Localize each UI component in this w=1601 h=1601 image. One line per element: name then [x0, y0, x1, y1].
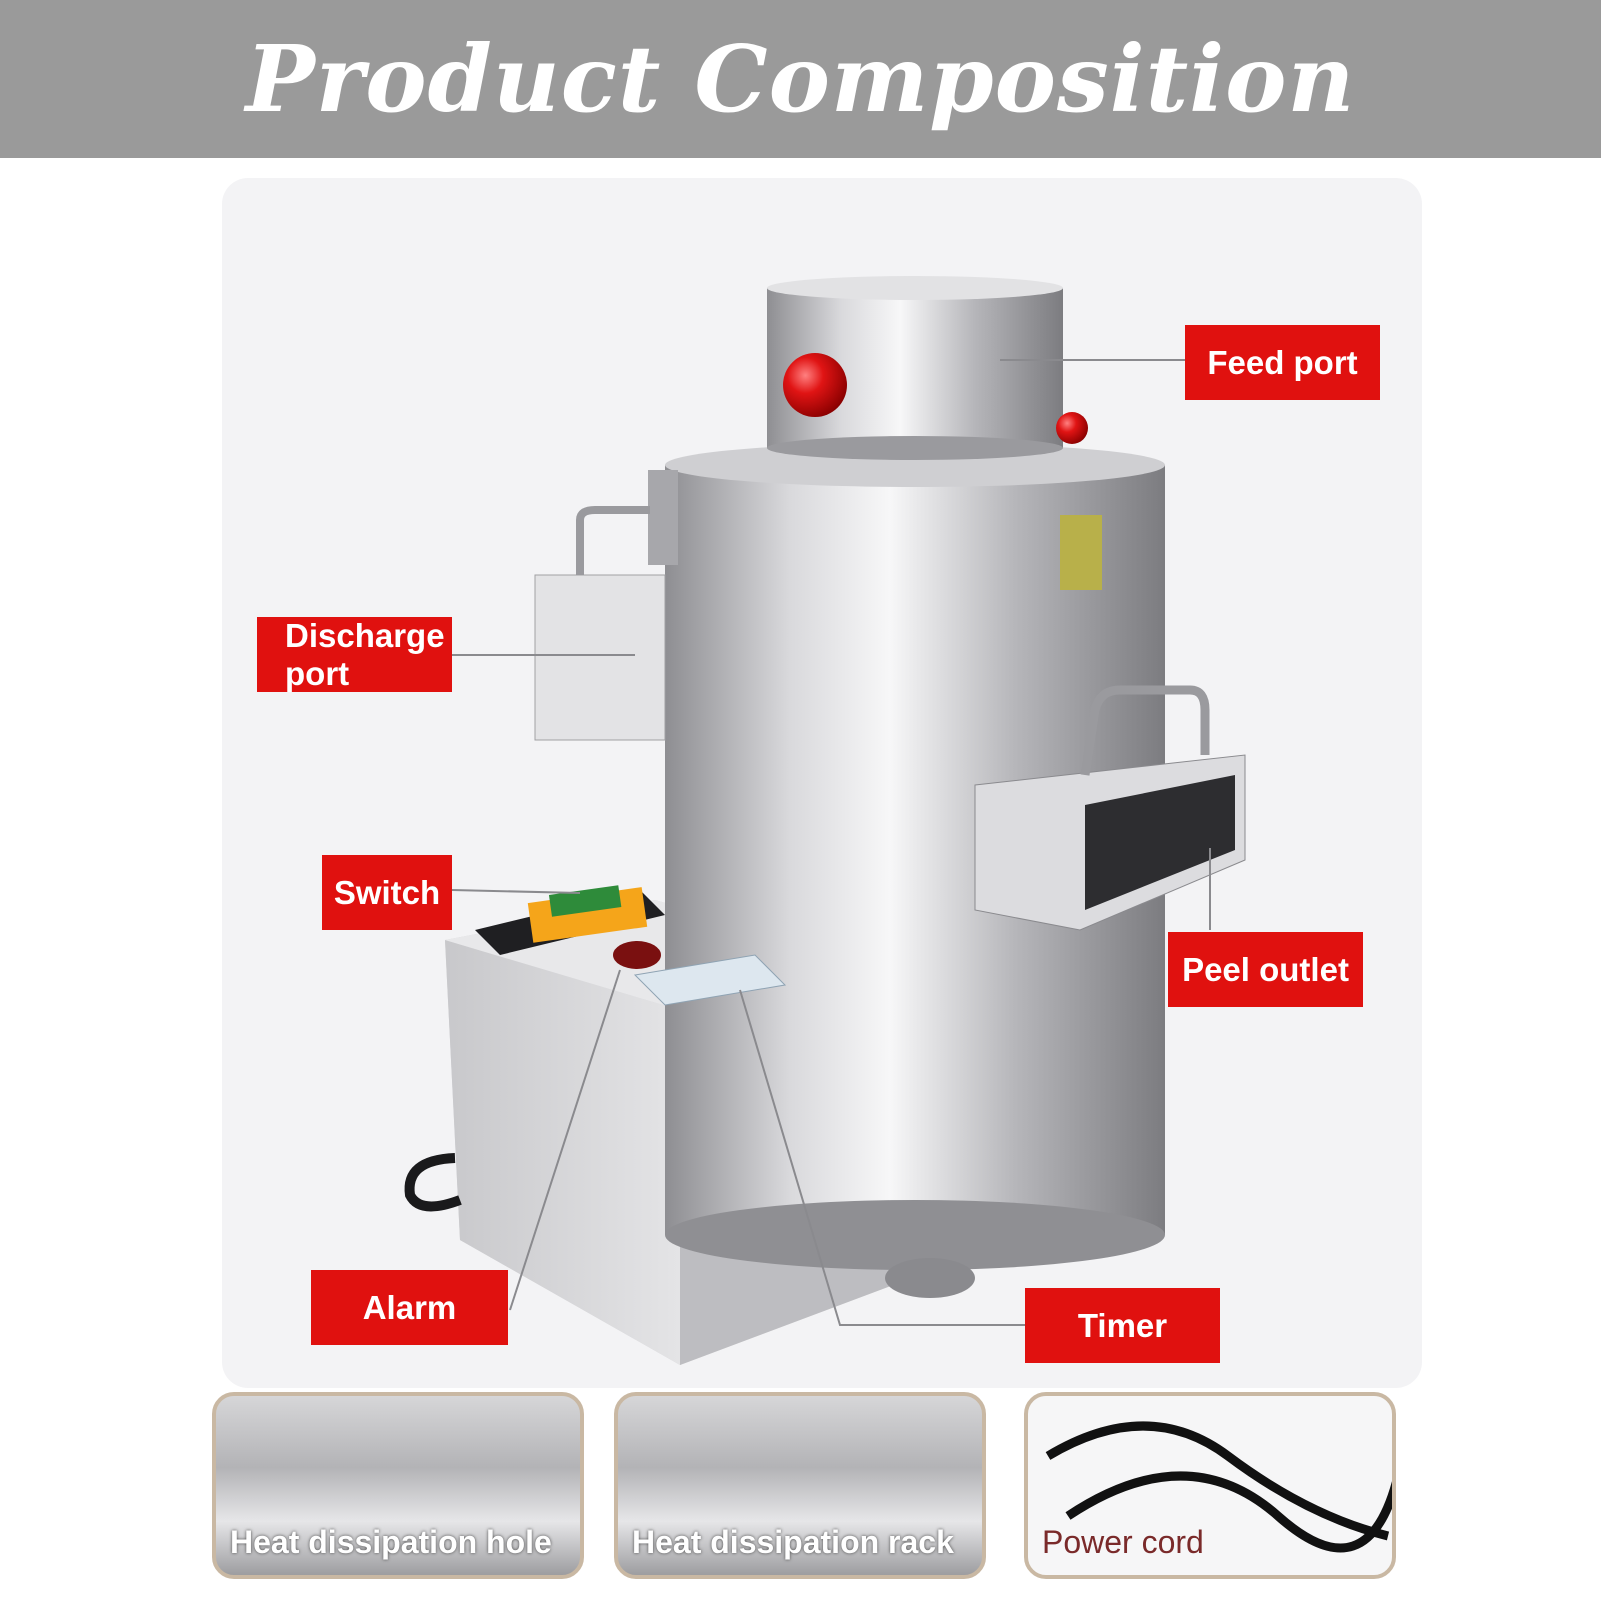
power-cord-icon [404, 1153, 462, 1212]
red-knob-icon [1056, 412, 1088, 444]
thumbnail-caption: Heat dissipation rack [632, 1524, 954, 1560]
thumbnail-heat-dissipation-rack: Heat dissipation rack [614, 1392, 986, 1579]
switch-label: Switch [322, 855, 452, 930]
feed-port-label: Feed port [1185, 325, 1380, 400]
discharge-port-label: Discharge port [257, 617, 452, 692]
thumbnail-power-cord: Power cord [1024, 1392, 1396, 1579]
alarm-label: Alarm [311, 1270, 508, 1345]
peel-outlet [974, 685, 1246, 931]
timer-dial [633, 954, 787, 1006]
switch-panel [475, 885, 665, 969]
thumbnail-caption: Heat dissipation hole [230, 1524, 552, 1560]
peel-outlet-label: Peel outlet [1168, 932, 1363, 1007]
page-title: Product Composition [245, 25, 1356, 133]
discharge-port [534, 506, 666, 741]
thumbnail-heat-dissipation-hole: Heat dissipation hole [212, 1392, 584, 1579]
red-knob-icon [783, 353, 847, 417]
thumbnail-caption: Power cord [1042, 1524, 1204, 1560]
power-cord-icon [1045, 1421, 1392, 1553]
title-banner: Product Composition [0, 0, 1601, 158]
timer-label: Timer [1025, 1288, 1220, 1363]
leader-lines [451, 359, 1211, 1326]
leveling-foot [885, 1258, 975, 1298]
